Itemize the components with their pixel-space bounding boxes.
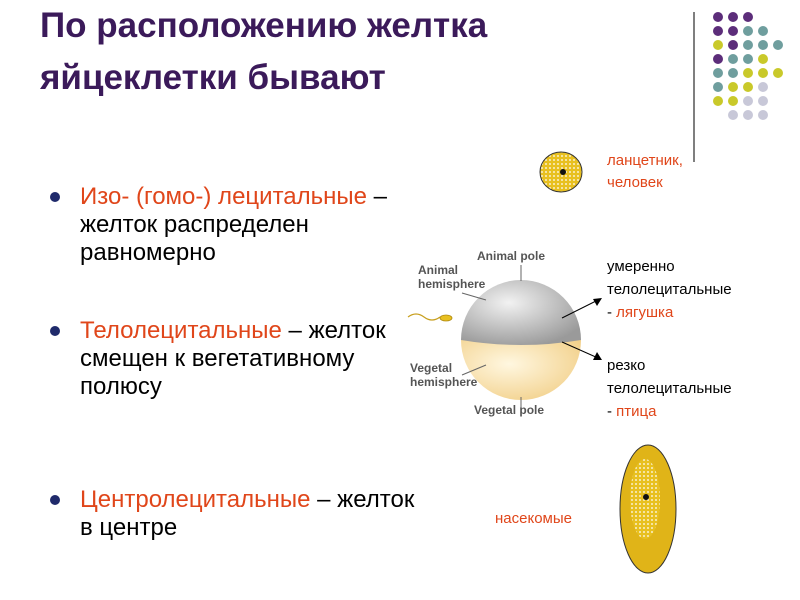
decor-dot xyxy=(743,68,753,78)
decor-dot xyxy=(713,40,723,50)
decor-dot xyxy=(758,40,768,50)
moderate-label-line1: умеренно xyxy=(607,258,675,275)
decor-dot xyxy=(758,110,768,120)
page-title: По расположению желтка яйцеклетки бывают xyxy=(40,6,488,97)
decor-dot xyxy=(743,110,753,120)
bullet-marker xyxy=(50,326,60,336)
decor-dot xyxy=(713,82,723,92)
bullet-description: – желток распределен равномерно xyxy=(80,183,388,266)
animal-hemisphere-label-line1: Animal xyxy=(418,263,459,277)
animal-hemisphere-pointer xyxy=(461,292,487,301)
sharp-label-line1: резко xyxy=(607,357,646,374)
decor-dot xyxy=(713,68,723,78)
decor-dot xyxy=(728,110,738,120)
animal-hemisphere-label-line2: hemisphere xyxy=(418,277,486,291)
bullet-description: – желток в центре xyxy=(80,486,415,541)
decor-dot xyxy=(728,12,738,22)
moderate-label-line2: телолецитальные xyxy=(607,281,732,298)
decor-dot xyxy=(743,96,753,106)
arrows-figure xyxy=(561,298,602,360)
decor-dot xyxy=(728,68,738,78)
decor-dot xyxy=(728,40,738,50)
bullet-term: Центролецитальные xyxy=(80,486,311,513)
animal-pole-label: Animal pole xyxy=(477,249,546,263)
moderate-example: лягушка xyxy=(616,304,674,321)
decor-dot xyxy=(713,96,723,106)
sharp-example: птица xyxy=(616,403,657,420)
decor-dot xyxy=(713,54,723,64)
animal-hemisphere-shape xyxy=(461,280,581,345)
iso-example-line2: человек xyxy=(607,174,663,191)
vegetal-pole-label: Vegetal pole xyxy=(474,403,545,417)
decor-dot xyxy=(773,40,783,50)
decor-dot xyxy=(728,26,738,36)
decor-dot xyxy=(773,68,783,78)
bullet-text: Центролецитальные – желток в центре xyxy=(80,486,420,542)
decor-dot xyxy=(758,96,768,106)
vegetal-hemisphere-shape xyxy=(461,340,581,400)
vegetal-hemisphere-label-line1: Vegetal xyxy=(410,361,453,375)
arrow-line-sharp xyxy=(561,341,599,359)
nucleus-shape xyxy=(560,169,566,175)
decor-dot xyxy=(758,82,768,92)
bullet-marker xyxy=(50,495,60,505)
moderate-label-line3: - лягушка xyxy=(607,302,673,323)
moderate-dash: - xyxy=(607,304,617,321)
decor-dot xyxy=(758,54,768,64)
bullet-marker xyxy=(50,192,60,202)
arrow-head-sharp xyxy=(593,352,602,360)
decor-dot xyxy=(743,26,753,36)
decor-dot xyxy=(728,54,738,64)
bullet-text: Телолецитальные – желток смещен к вегета… xyxy=(80,317,420,401)
isolecithal-egg-figure xyxy=(539,151,583,193)
nucleus-shape xyxy=(643,494,649,500)
vegetal-hemisphere-pointer xyxy=(461,364,487,376)
iso-example-line1: ланцетник, xyxy=(607,152,683,169)
decor-dot xyxy=(743,12,753,22)
sperm-head-shape xyxy=(439,314,453,322)
decor-dot xyxy=(743,82,753,92)
insects-label: насекомые xyxy=(495,510,572,527)
bullet-text: Изо- (гомо-) лецитальные – желток распре… xyxy=(80,183,420,267)
decorative-divider xyxy=(693,12,695,162)
bullet-description: – желток смещен к вегетативному полюсу xyxy=(80,317,386,400)
telolecithal-egg-diagram xyxy=(407,265,581,411)
decor-dot xyxy=(743,54,753,64)
bullet-term: Телолецитальные xyxy=(80,317,282,344)
decor-dot xyxy=(713,26,723,36)
decor-dot xyxy=(728,96,738,106)
decor-dot xyxy=(758,68,768,78)
sharp-dash: - xyxy=(607,403,617,420)
vegetal-hemisphere-label-line2: hemisphere xyxy=(410,375,478,389)
bullet-term: Изо- (гомо-) лецитальные xyxy=(80,183,367,210)
decor-dot xyxy=(713,12,723,22)
decor-dot xyxy=(743,40,753,50)
sharp-label-line3: - птица xyxy=(607,401,656,422)
arrow-head-moderate xyxy=(593,298,602,306)
sharp-label-line2: телолецитальные xyxy=(607,380,732,397)
sperm-tail-shape xyxy=(407,313,441,321)
arrow-line-moderate xyxy=(561,299,599,319)
decor-dot xyxy=(728,82,738,92)
decor-dot xyxy=(758,26,768,36)
centrolecithal-egg-figure xyxy=(619,444,677,574)
